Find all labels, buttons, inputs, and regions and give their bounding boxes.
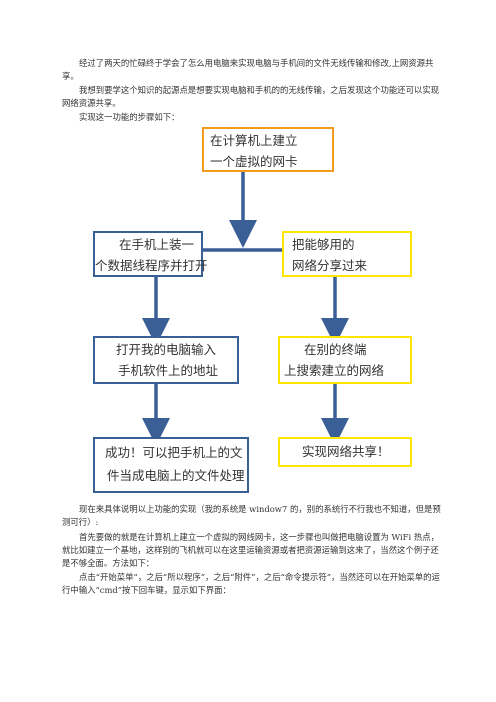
step-one-paragraph: 首先要做的就是在计算机上建立一个虚拟的网线网卡，这一步骤也叫做把电脑设置为 Wi… <box>62 532 439 568</box>
step-line: 在手机上装一 <box>119 237 195 252</box>
step-line: 个数据线程序并打开 <box>95 258 208 273</box>
step-install-phone-app: 在手机上装一 个数据线程序并打开 <box>93 231 208 277</box>
step-line: 件当成电脑上的文件处理 <box>107 468 245 483</box>
step-share-network: 把能够用的 网络分享过来 <box>282 231 412 277</box>
step-line: 成功！可以把手机上的文 <box>105 445 243 460</box>
steps-intro: 实现这一功能的步骤如下： <box>79 112 180 122</box>
step-line: 在别的终端 <box>304 342 367 357</box>
step-line: 实现网络共享！ <box>302 444 390 459</box>
step-line: 把能够用的 <box>292 237 355 252</box>
step-success-file-handling: 成功！可以把手机上的文 件当成电脑上的文件处理 <box>93 437 249 493</box>
step-line: 在计算机上建立 <box>210 133 298 148</box>
step-enter-phone-address: 打开我的电脑输入 手机软件上的地址 <box>93 336 239 384</box>
method-paragraph: 点击“开始菜单”，之后“所以程序”，之后“附件”，之后“命令提示符”，当然还可以… <box>62 572 440 595</box>
step-line: 一个虚拟的网卡 <box>210 154 298 169</box>
intro-paragraph: 经过了两天的忙碌终于学会了怎么用电脑来实现电脑与手机间的文件无线传输和修改,上网… <box>62 58 434 81</box>
step-line: 打开我的电脑输入 <box>116 342 217 357</box>
step-search-network: 在别的终端 上搜索建立的网络 <box>278 336 412 384</box>
step-network-sharing-done: 实现网络共享！ <box>278 437 412 467</box>
step-line: 网络分享过来 <box>292 258 368 273</box>
step-line: 上搜索建立的网络 <box>284 363 385 378</box>
step-create-virtual-adapter: 在计算机上建立 一个虚拟的网卡 <box>202 127 334 172</box>
implementation-paragraph: 现在来具体说明以上功能的实现（我的系统是 window7 的，别的系统行不行我也… <box>62 504 441 527</box>
step-line: 手机软件上的地址 <box>118 363 219 378</box>
motivation-paragraph: 我想到要学这个知识的起源点是想要实现电脑和手机的的无线传输，之后发现这个功能还可… <box>62 85 440 108</box>
